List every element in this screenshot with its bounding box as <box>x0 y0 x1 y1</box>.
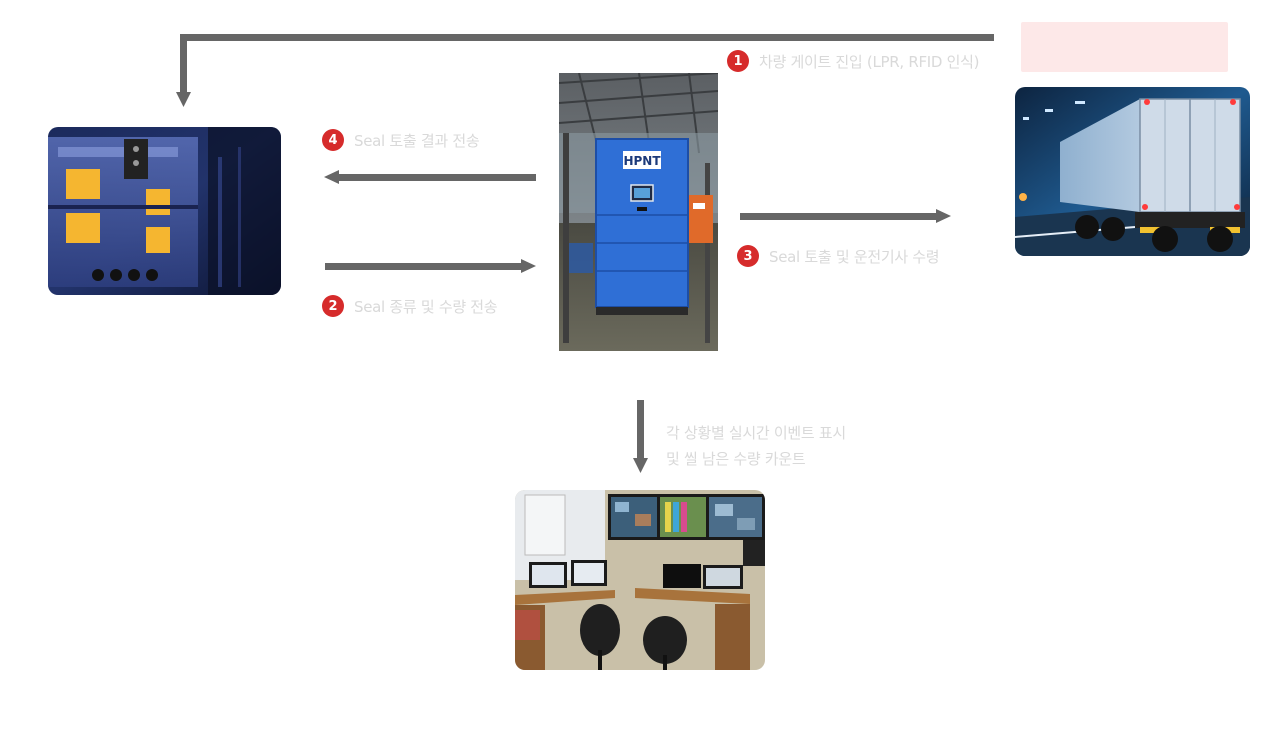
event-description: 각 상황별 실시간 이벤트 표시 및 씰 남은 수량 카운트 <box>666 420 846 472</box>
dispense-arrowhead <box>936 209 951 223</box>
step-4-label: 4 Seal 토출 결과 전송 <box>322 129 480 151</box>
result-arrowhead <box>324 170 339 184</box>
seal-kiosk-photo: HPNT <box>559 73 718 351</box>
event-description-line-2: 및 씰 남은 수량 카운트 <box>666 450 806 468</box>
step-1-text: 차량 게이트 진입 (LPR, RFID 인식) <box>759 52 980 71</box>
gate-to-server-line-down <box>180 34 187 94</box>
step-3-label: 3 Seal 토출 및 운전기사 수령 <box>737 245 940 267</box>
seal-type-arrow-shaft <box>325 263 523 270</box>
event-arrow-shaft <box>637 400 644 460</box>
gate-tag <box>1021 22 1228 72</box>
step-2-label: 2 Seal 종류 및 수량 전송 <box>322 295 498 317</box>
step-4-badge: 4 <box>322 129 344 151</box>
dispense-arrow-shaft <box>740 213 938 220</box>
gate-to-server-line-top <box>180 34 994 41</box>
step-3-text: Seal 토출 및 운전기사 수령 <box>769 247 940 266</box>
step-4-text: Seal 토출 결과 전송 <box>354 131 480 150</box>
step-1-badge: 1 <box>727 50 749 72</box>
step-1-label: 1 차량 게이트 진입 (LPR, RFID 인식) <box>727 50 979 72</box>
step-3-badge: 3 <box>737 245 759 267</box>
step-2-text: Seal 종류 및 수량 전송 <box>354 297 498 316</box>
result-arrow-shaft <box>338 174 536 181</box>
step-2-badge: 2 <box>322 295 344 317</box>
truck-photo <box>1015 87 1250 256</box>
server-rack-photo <box>48 127 281 295</box>
seal-type-arrowhead <box>521 259 536 273</box>
control-room-photo <box>515 490 765 670</box>
kiosk-logo: HPNT <box>623 154 661 168</box>
event-arrowhead <box>633 458 648 473</box>
event-description-line-1: 각 상황별 실시간 이벤트 표시 <box>666 424 846 442</box>
gate-to-server-arrowhead <box>176 92 191 107</box>
